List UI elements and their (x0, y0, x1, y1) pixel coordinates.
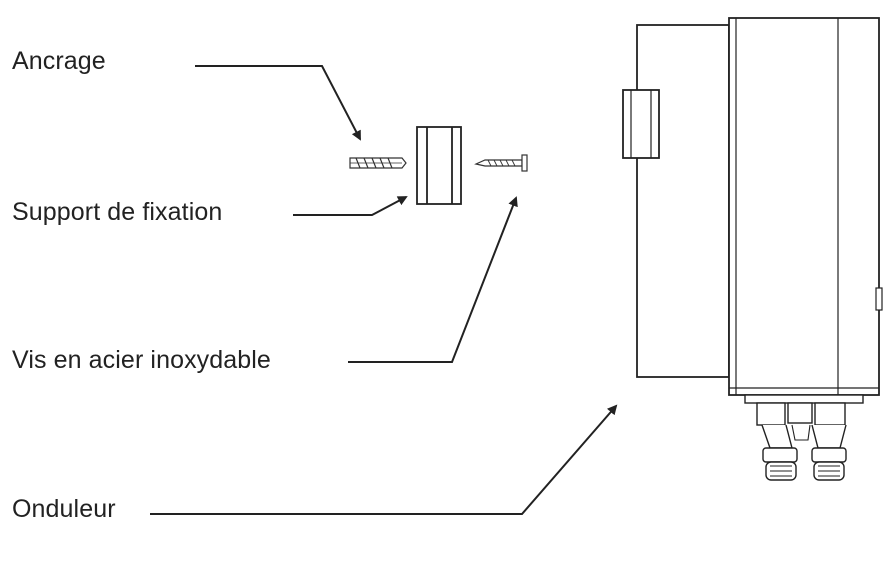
inverter-label: Onduleur (12, 495, 116, 523)
inverter-icon (622, 17, 883, 481)
wall-anchor-icon (349, 157, 407, 169)
inverter-leader-arrow (150, 404, 618, 515)
stainless-screw-icon (474, 154, 528, 172)
anchor-label: Ancrage (12, 47, 106, 75)
anchor-leader-arrow (195, 65, 361, 141)
mounting-bracket-icon (416, 126, 462, 205)
stainless-screw-label: Vis en acier inoxydable (12, 346, 271, 374)
screw-leader-arrow (348, 196, 518, 363)
bracket-leader-arrow (293, 196, 408, 216)
mounting-bracket-label: Support de fixation (12, 198, 223, 226)
